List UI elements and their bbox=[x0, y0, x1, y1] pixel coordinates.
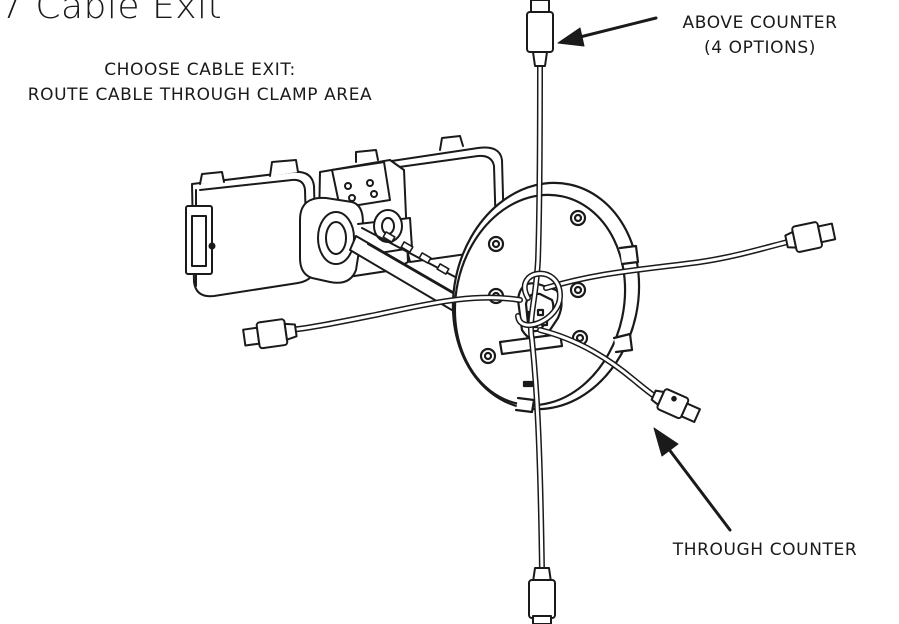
instruction-label: CHOOSE CABLE EXIT: ROUTE CABLE THROUGH C… bbox=[0, 58, 400, 108]
connector-right bbox=[784, 221, 837, 253]
instruction-line-1: CHOOSE CABLE EXIT: bbox=[104, 60, 296, 80]
connector-left bbox=[242, 318, 298, 350]
connector-through bbox=[650, 388, 701, 423]
connector-bottom bbox=[528, 567, 556, 624]
instruction-line-2: ROUTE CABLE THROUGH CLAMP AREA bbox=[27, 85, 373, 105]
usb-connectors bbox=[242, 0, 837, 624]
step-title: 7 Cable Exit bbox=[0, 0, 223, 27]
arrow-above-counter bbox=[557, 16, 658, 47]
cable-routes bbox=[287, 59, 799, 575]
above-counter-line-2: (4 OPTIONS) bbox=[703, 38, 816, 58]
through-counter-label: THROUGH COUNTER bbox=[672, 540, 858, 560]
above-counter-label: ABOVE COUNTER (4 OPTIONS) bbox=[640, 11, 880, 61]
connector-top bbox=[526, 0, 554, 67]
above-counter-line-1: ABOVE COUNTER bbox=[682, 13, 838, 33]
callout-arrows bbox=[557, 16, 732, 532]
arrow-through-counter bbox=[653, 427, 732, 532]
